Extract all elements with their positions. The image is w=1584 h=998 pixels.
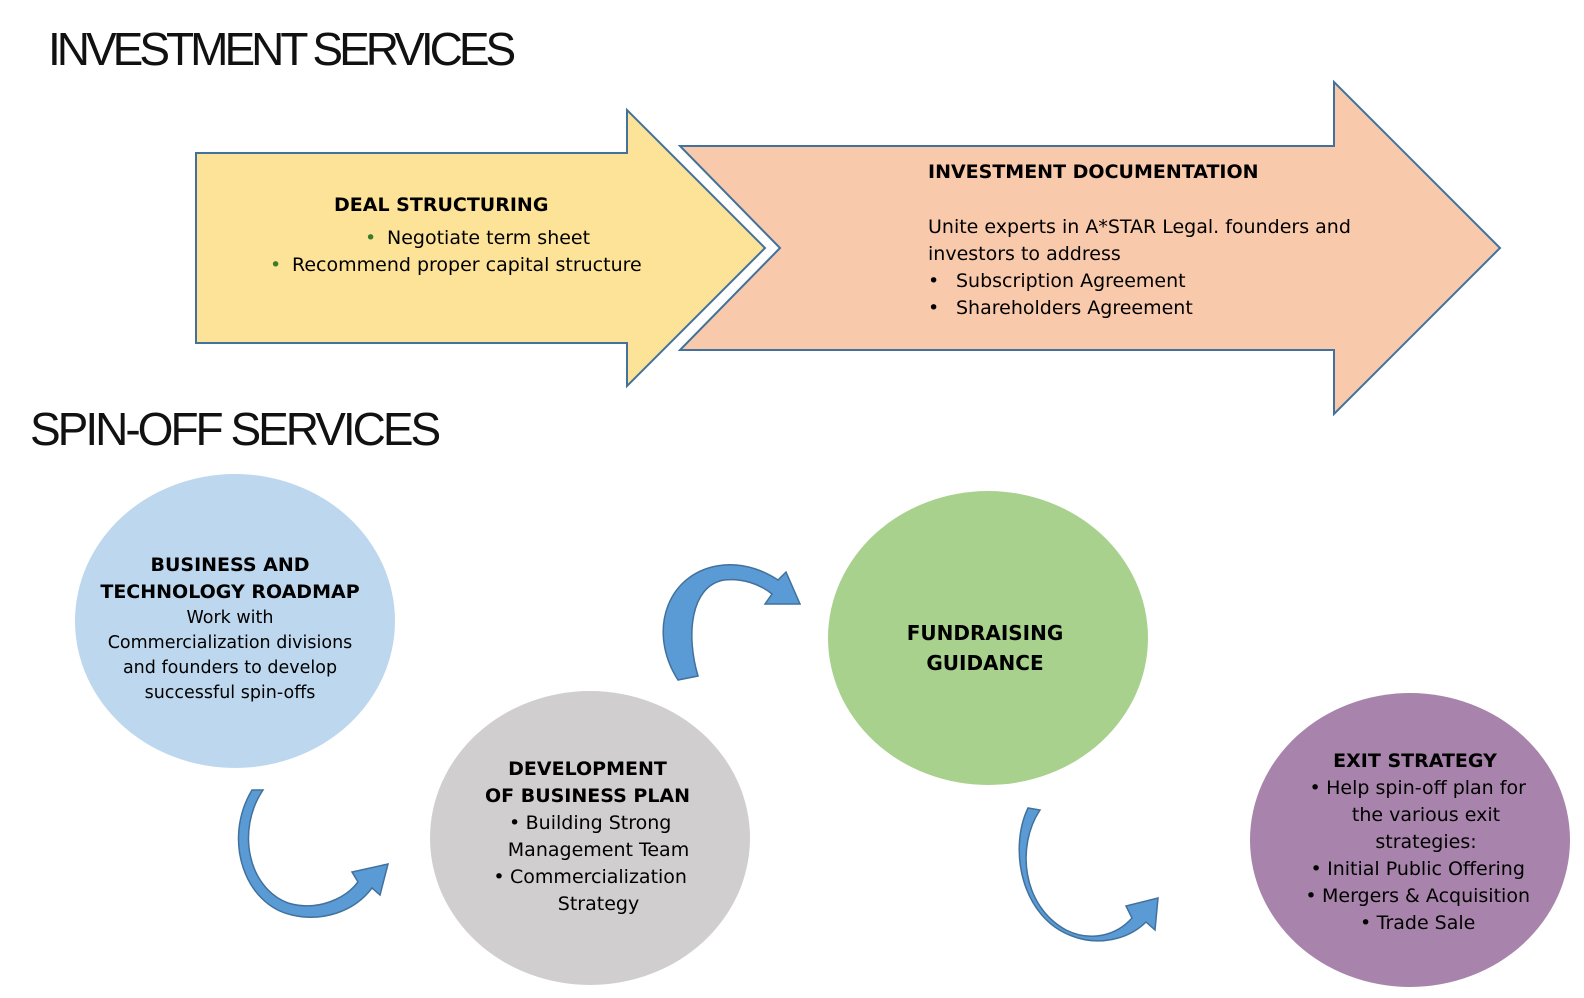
investment-documentation-heading: INVESTMENT DOCUMENTATION [928, 161, 1259, 183]
list-item: •Building Strong [445, 810, 730, 837]
business-roadmap-circle [75, 474, 395, 768]
bullet-icon: • [1310, 858, 1322, 880]
list-item-text: Shareholders Agreement [956, 297, 1193, 319]
list-item-text: Mergers & Acquisition [1322, 885, 1530, 907]
curved-arrow-1-icon [237, 789, 390, 918]
list-item-text: Initial Public Offering [1327, 858, 1525, 880]
investment-documentation-list: • Subscription Agreement • Shareholders Ag… [928, 268, 1368, 322]
list-item-continuation: strategies: [1375, 831, 1477, 853]
business-roadmap-text: BUSINESS AND TECHNOLOGY ROADMAP Work wit… [95, 552, 365, 706]
investment-documentation-intro-line1: Unite experts in A*STAR Legal. founders … [928, 216, 1351, 238]
business-plan-heading-line2: OF BUSINESS PLAN [484, 785, 691, 807]
bullet-icon: • [1305, 885, 1317, 907]
investment-documentation-intro-line2: investors to address [928, 243, 1121, 265]
fundraising-heading-line1: FUNDRAISING [906, 621, 1064, 645]
list-item-text: Negotiate term sheet [387, 227, 591, 249]
list-item: • Recommend proper capital structure [270, 252, 690, 279]
investment-documentation-arrow [677, 79, 1502, 417]
business-roadmap-body-line: Commercialization divisions [107, 633, 353, 653]
bullet-icon: • [509, 812, 521, 834]
deal-structuring-heading: DEAL STRUCTURING [334, 194, 549, 216]
list-item: • Negotiate term sheet [365, 225, 690, 252]
curved-arrow-3-icon [1018, 807, 1159, 942]
bullet-icon: • [270, 254, 282, 276]
investment-documentation-box: INVESTMENT DOCUMENTATION Unite experts i… [928, 159, 1368, 322]
exit-strategy-heading: EXIT STRATEGY [1333, 750, 1497, 772]
investment-services-title: INVESTMENT SERVICES [48, 23, 516, 75]
bullet-icon: • [1360, 912, 1372, 934]
bullet-icon: • [493, 866, 505, 888]
list-item: •Initial Public Offering [1275, 856, 1555, 883]
deal-structuring-arrow [195, 107, 767, 389]
list-item: •Mergers & Acquisition [1275, 883, 1555, 910]
business-plan-circle [430, 691, 750, 985]
bullet-icon: • [928, 297, 940, 319]
list-item: •Help spin-off plan for [1275, 775, 1555, 802]
list-item: • Shareholders Agreement [928, 295, 1368, 322]
curved-arrow-2-icon [662, 563, 802, 681]
list-item: •Commercialization [445, 864, 730, 891]
list-item-text: Subscription Agreement [956, 270, 1186, 292]
list-item-continuation: the various exit [1351, 804, 1501, 826]
bullet-icon: • [928, 270, 940, 292]
business-roadmap-body-line: successful spin-offs [144, 683, 316, 703]
list-item: • Subscription Agreement [928, 268, 1368, 295]
business-plan-heading-line1: DEVELOPMENT [508, 758, 667, 780]
fundraising-circle [828, 491, 1148, 785]
deal-structuring-box: DEAL STRUCTURING • Negotiate term sheet •… [270, 192, 690, 279]
bullet-icon: • [1309, 777, 1321, 799]
business-roadmap-heading-line2: TECHNOLOGY ROADMAP [100, 581, 360, 603]
list-item-text: Recommend proper capital structure [292, 254, 642, 276]
fundraising-text: FUNDRAISING GUIDANCE [870, 618, 1100, 678]
bullet-icon: • [365, 227, 377, 249]
exit-strategy-list: •Help spin-off plan for the various exit… [1275, 775, 1555, 937]
list-item-text: Commercialization [510, 866, 687, 888]
business-plan-list: •Building Strong Management Team •Commer… [445, 810, 730, 918]
exit-strategy-circle [1250, 693, 1570, 987]
exit-strategy-text: EXIT STRATEGY •Help spin-off plan for th… [1275, 748, 1555, 937]
list-item-text: Building Strong [525, 812, 672, 834]
business-plan-text: DEVELOPMENT OF BUSINESS PLAN •Building S… [445, 756, 730, 918]
business-roadmap-body-line: and founders to develop [122, 658, 338, 678]
list-item: •Trade Sale [1275, 910, 1555, 937]
spin-off-services-title: SPIN-OFF SERVICES [30, 403, 441, 455]
list-item-continuation: Management Team [507, 839, 690, 861]
list-item-text: Help spin-off plan for [1326, 777, 1526, 799]
list-item-text: Trade Sale [1376, 912, 1476, 934]
fundraising-heading-line2: GUIDANCE [926, 651, 1044, 675]
deal-structuring-list: • Negotiate term sheet • Recommend proper … [270, 225, 690, 279]
list-item-continuation: Strategy [557, 893, 640, 915]
business-roadmap-heading-line1: BUSINESS AND [150, 554, 310, 576]
business-roadmap-body-line: Work with [186, 608, 274, 628]
